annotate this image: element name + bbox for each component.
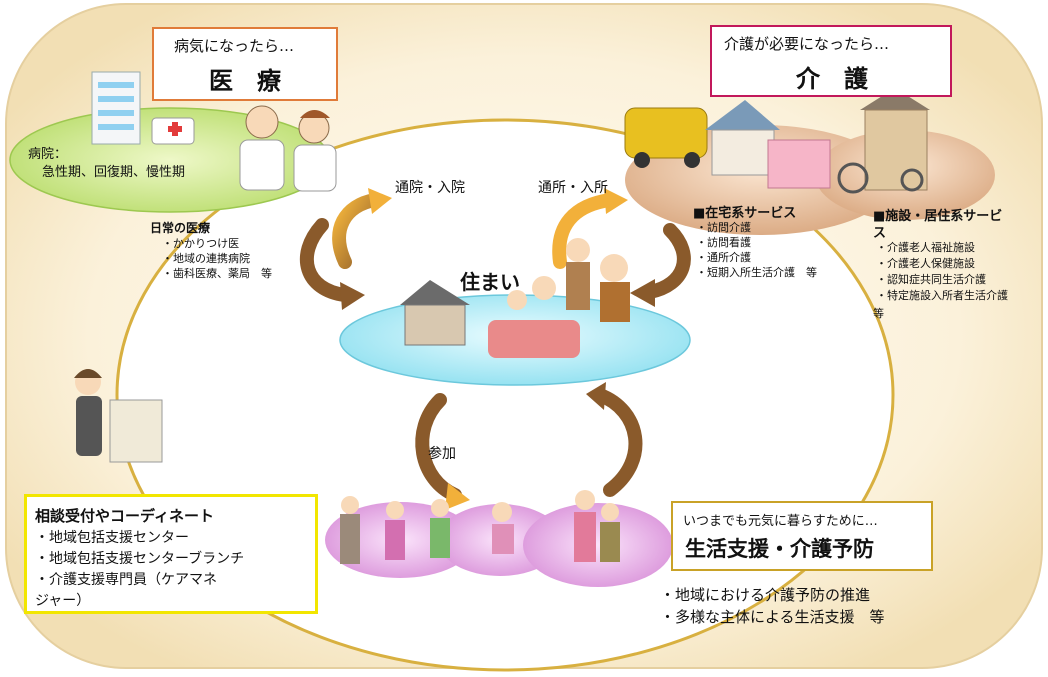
arrow-to-participate <box>415 393 462 502</box>
medical-header-big: 医 療 <box>209 67 281 95</box>
consult-item-tail: ジャー） <box>35 593 91 609</box>
arrow-from-support <box>593 388 643 497</box>
home-care-item: ・通所介護 <box>696 251 751 264</box>
support-header-small: いつまでも元気に暮らすために… <box>683 514 878 529</box>
support-header-big: 生活支援・介護予防 <box>685 537 874 561</box>
elderly-group-illustration <box>340 490 620 564</box>
support-list: ・地域における介護予防の推進 ・多様な主体による生活支援 等 <box>660 584 885 628</box>
consult-box: 相談受付やコーディネート ・地域包括支援センター ・地域包括支援センターブランチ… <box>24 494 318 614</box>
facility-care-list: ・介護老人福祉施設 ・介護老人保健施設 ・認知症共同生活介護 ・特定施設入所者生… <box>876 240 1008 304</box>
consult-item: ・地域包括支援センターブランチ <box>35 551 245 567</box>
care-van-illustration <box>624 107 708 168</box>
consult-item: ・地域包括支援センター <box>35 530 189 546</box>
flow-label-daycare: 通所・入所 <box>538 180 608 196</box>
facility-care-item: ・介護老人保健施設 <box>876 257 975 270</box>
daily-medical-item: ・歯科医療、薬局 等 <box>162 267 272 280</box>
consult-list: ・地域包括支援センター ・地域包括支援センターブランチ ・介護支援専門員（ケアマ… <box>35 528 307 612</box>
care-header-big: 介 護 <box>796 65 868 93</box>
support-item: ・多様な主体による生活支援 等 <box>660 608 885 626</box>
facility-care-item: ・介護老人福祉施設 <box>876 241 975 254</box>
home-care-item: ・訪問介護 <box>696 221 751 234</box>
arrow-to-care <box>552 193 617 269</box>
support-header-box: いつまでも元気に暮らすために… 生活支援・介護予防 <box>671 501 933 571</box>
house-and-family-illustration <box>400 238 630 358</box>
arrow-to-hospital <box>332 193 382 269</box>
home-care-item: ・短期入所生活介護 等 <box>696 266 817 279</box>
doctor-nurse-illustration <box>239 105 337 192</box>
care-house-illustration <box>705 100 831 189</box>
daily-medical-item: ・地域の連携病院 <box>162 252 250 265</box>
facility-care-title-cont: ス <box>873 226 887 241</box>
care-header-box: 介護が必要になったら… 介 護 <box>710 25 952 97</box>
arrow-from-care <box>643 223 691 299</box>
home-care-title: ■在宅系サービス <box>693 206 797 221</box>
daily-medical-title: 日常の医療 <box>150 221 211 235</box>
consult-item: ・介護支援専門員（ケアマネ <box>35 572 217 588</box>
care-header-small: 介護が必要になったら… <box>724 35 890 53</box>
home-label: 住まい <box>460 270 520 294</box>
hospital-label-line2: 急性期、回復期、慢性期 <box>42 165 186 180</box>
support-item: ・地域における介護予防の推進 <box>660 586 871 604</box>
flow-label-hospital: 通院・入院 <box>395 180 465 196</box>
home-care-list: ・訪問介護 ・訪問看護 ・通所介護 ・短期入所生活介護 等 <box>696 220 817 280</box>
facility-care-tail: 等 <box>873 307 884 320</box>
medical-header-small: 病気になったら… <box>174 37 295 55</box>
hospital-label-line1: 病院： <box>28 147 68 162</box>
support-ellipse-right <box>523 503 673 587</box>
daily-medical-item: ・かかりつけ医 <box>162 237 240 250</box>
care-manager-illustration <box>74 369 163 463</box>
home-care-item: ・訪問看護 <box>696 236 751 249</box>
daily-medical-list: ・かかりつけ医 ・地域の連携病院 ・歯科医療、薬局 等 <box>162 236 272 281</box>
flow-arrows <box>299 188 691 510</box>
flow-label-participate: 参加 <box>428 446 456 462</box>
consult-title: 相談受付やコーディネート <box>35 507 214 525</box>
hospital-building-illustration <box>91 71 195 145</box>
medical-header-box: 病気になったら… 医 療 <box>152 27 338 101</box>
arrow-from-hospital <box>299 218 352 302</box>
facility-care-item: ・特定施設入所者生活介護 <box>876 289 1008 302</box>
facility-care-item: ・認知症共同生活介護 <box>876 273 986 286</box>
facility-building-illustration <box>837 88 930 194</box>
facility-care-title: ■施設・居住系サービ <box>873 209 1003 224</box>
